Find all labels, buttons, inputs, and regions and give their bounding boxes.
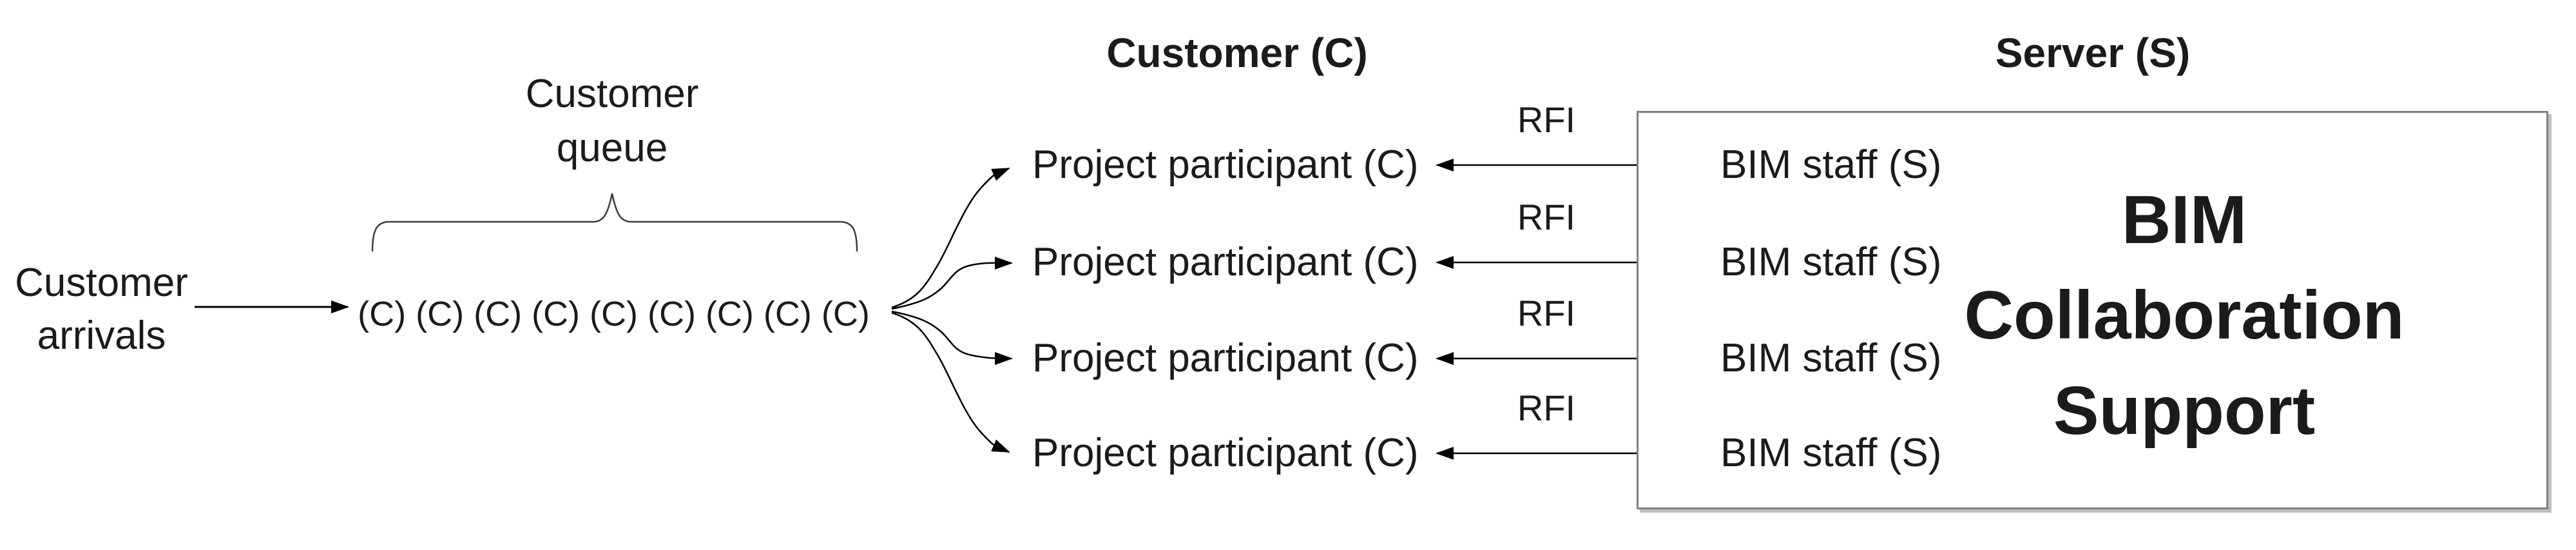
server-box [1637, 111, 2548, 509]
customer-queue-tokens: (C) (C) (C) (C) (C) (C) (C) (C) (C) [358, 295, 870, 333]
bim-staff-label: BIM staff (S) [1720, 142, 1942, 187]
bim-collaboration-support-title: BIM Collaboration Support [1862, 172, 2506, 458]
project-participant-label: Project participant (C) [1032, 431, 1419, 475]
project-participant-label: Project participant (C) [1032, 336, 1419, 380]
server-box-title-line1: BIM [2121, 182, 2247, 258]
project-participant-label: Project participant (C) [1032, 142, 1419, 187]
customer-column-header: Customer (C) [1106, 30, 1368, 76]
customer-arrivals-label: Customer arrivals [3, 257, 200, 362]
server-column-header: Server (S) [1995, 30, 2191, 76]
customer-queue-label: Customer queue [509, 67, 715, 175]
fanout-curve-2 [891, 256, 1013, 310]
customer-arrivals-line1: Customer [15, 260, 188, 305]
customer-queue-line2: queue [556, 126, 668, 170]
rfi-label: RFI [1517, 388, 1576, 428]
rfi-label: RFI [1517, 293, 1576, 333]
bim-staff-label: BIM staff (S) [1720, 336, 1942, 380]
server-box-title-line3: Support [2053, 373, 2316, 449]
queue-brace [371, 193, 858, 252]
bim-staff-label: BIM staff (S) [1720, 240, 1942, 284]
project-participant-label: Project participant (C) [1032, 240, 1419, 284]
fanout-curve-4 [891, 311, 1010, 453]
fanout-curve-1 [891, 167, 1010, 309]
rfi-label: RFI [1517, 99, 1576, 140]
customer-queue-line1: Customer [525, 72, 699, 116]
fanout-curve-3 [891, 310, 1013, 365]
customer-arrivals-line2: arrivals [37, 313, 166, 358]
bim-staff-label: BIM staff (S) [1720, 431, 1942, 475]
server-box-title-line2: Collaboration [1964, 277, 2405, 353]
rfi-label: RFI [1517, 197, 1576, 237]
